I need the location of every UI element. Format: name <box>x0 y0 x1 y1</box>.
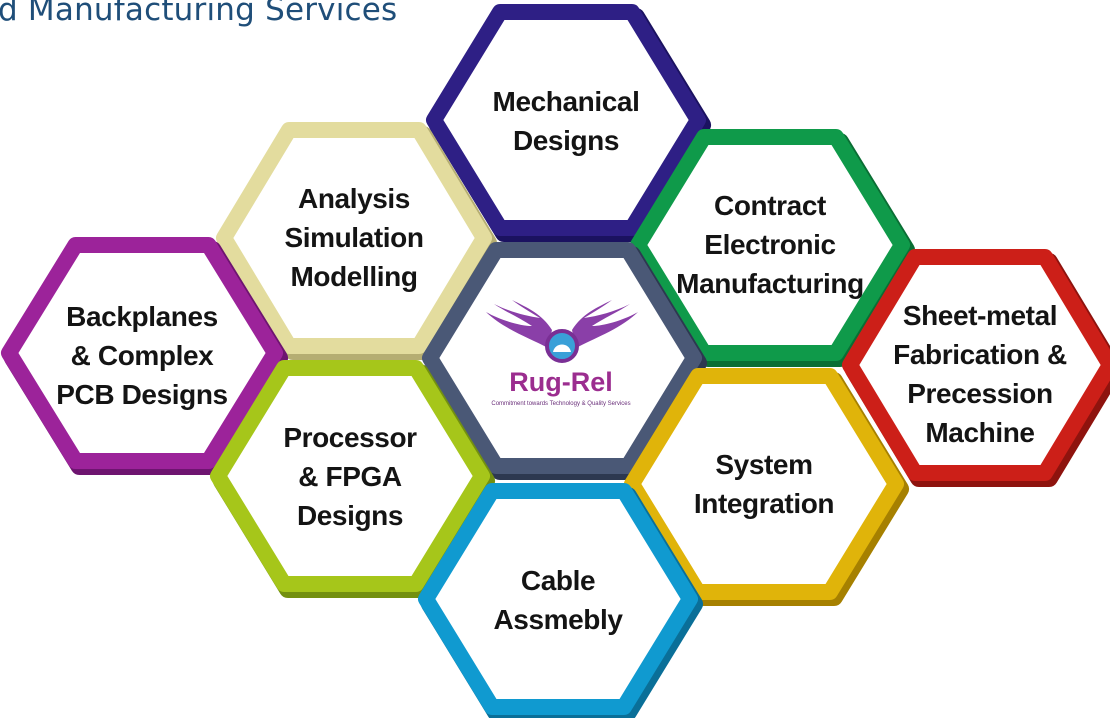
hexagon-label-line: Machine <box>925 417 1034 448</box>
hexagon-border <box>426 4 706 236</box>
hexagon-label-line: Mechanical <box>493 86 640 117</box>
hexagon-label-line: Analysis <box>298 183 410 214</box>
hexagon-label-line: Modelling <box>290 261 417 292</box>
hexagon-border <box>418 483 698 715</box>
logo-left-wing <box>486 300 552 348</box>
hexagon-label-line: Manufacturing <box>676 268 864 299</box>
page-title: d Manufacturing Services <box>0 0 398 28</box>
hexagon-label-line: System <box>715 449 812 480</box>
hexagon-label-line: Designs <box>297 500 403 531</box>
hexagon-border <box>624 368 904 600</box>
hexagon-processor: Processor & FPGA Designs <box>210 360 495 598</box>
hexagon-label-line: Electronic <box>704 229 835 260</box>
hexagon-label-line: Sheet-metal <box>903 300 1057 331</box>
hexagon-label-line: Assmebly <box>493 604 623 635</box>
logo-right-wing <box>572 300 638 348</box>
hexagon-label-line: Integration <box>694 488 834 519</box>
hexagon-label-line: Processor <box>283 422 417 453</box>
logo-tagline: Commitment towards Technology & Quality … <box>491 401 630 407</box>
hexagon-label-line: Designs <box>513 125 619 156</box>
hexagon-label-line: Simulation <box>284 222 423 253</box>
hexagon-label-line: Precession <box>907 378 1052 409</box>
hexagon-label-line: Fabrication & <box>893 339 1067 370</box>
logo-dome <box>553 344 571 352</box>
hexagon-label-line: & FPGA <box>298 461 402 492</box>
hexagon-label-line: Cable <box>521 565 595 596</box>
hexagon-label-line: & Complex <box>71 340 214 371</box>
hexagon-border <box>630 129 910 361</box>
hexagon-label-line: Contract <box>714 190 826 221</box>
hexagon-label-line: PCB Designs <box>56 379 227 410</box>
logo-name: Rug-Rel <box>509 367 613 397</box>
hexagon-border <box>210 360 490 592</box>
hexagon-border <box>1 237 283 469</box>
hexagon-border <box>216 122 492 354</box>
hexagon-border <box>842 249 1110 481</box>
hexagon-label-line: Backplanes <box>66 301 218 332</box>
